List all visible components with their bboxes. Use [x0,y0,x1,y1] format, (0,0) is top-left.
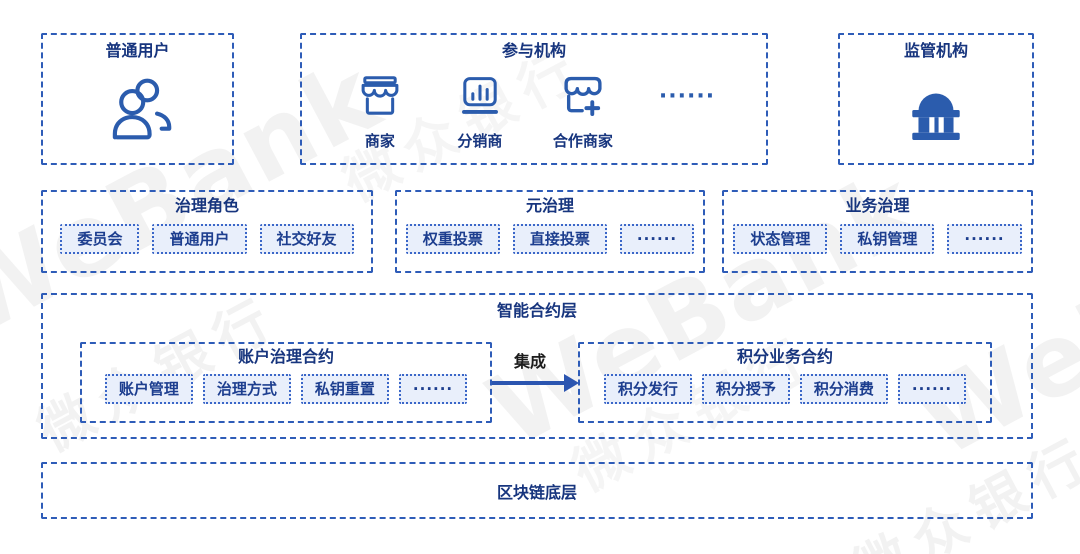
chip-points-consumption: 积分消费 [799,374,888,404]
account-governance-contract-title: 账户治理合约 [237,347,334,366]
merchant-item: 商家 [353,71,407,151]
chip-private-key-management: 私钥管理 [840,224,935,254]
participants-title: 参与机构 [501,41,566,60]
regulator-box: 监管机构 [838,33,1034,165]
chip-private-key-reset: 私钥重置 [300,374,389,404]
points-business-contract-box: 积分业务合约 积分发行 积分授予 积分消费 ······ [578,342,992,423]
users-icon [101,72,175,146]
chip-governance-method: 治理方式 [202,374,291,404]
smart-contract-layer-title: 智能合约层 [496,301,577,320]
merchant-label: 商家 [364,132,395,150]
meta-governance-box: 元治理 权重投票 直接投票 ······ [395,190,705,273]
integration-label: 集成 [513,352,546,371]
distributor-item: 分销商 [453,71,507,151]
chip-ellipsis: ······ [619,224,695,254]
participants-box: 参与机构 商家 [300,33,768,165]
chip-points-issuance: 积分发行 [603,374,692,404]
governance-roles-box: 治理角色 委员会 普通用户 社交好友 [41,190,373,273]
storefront-plus-icon [556,71,610,125]
chip-points-grant: 积分授予 [701,374,790,404]
partner-merchant-label: 合作商家 [552,132,613,150]
partner-merchant-item: 合作商家 [553,71,613,151]
blockchain-layer-box: 区块链底层 [41,462,1033,519]
points-business-contract-title: 积分业务合约 [736,347,833,366]
smart-contract-layer-box: 智能合约层 [41,293,1033,439]
bank-icon [903,76,969,142]
ordinary-users-box: 普通用户 [41,33,234,165]
chip-committee: 委员会 [60,224,140,254]
chip-ellipsis: ······ [947,224,1022,254]
chip-state-management: 状态管理 [733,224,828,254]
chip-ellipsis: ······ [398,374,468,404]
chip-weighted-voting: 权重投票 [405,224,500,254]
blockchain-layer-title: 区块链底层 [496,482,577,502]
storefront-icon [353,71,407,125]
distributor-label: 分销商 [457,132,503,150]
business-governance-title: 业务治理 [845,196,910,215]
chip-ordinary-user: 普通用户 [152,224,247,254]
chip-direct-voting: 直接投票 [512,224,607,254]
participants-ellipsis: ······ [658,83,716,109]
integration-arrow-head [564,374,579,392]
chip-account-management: 账户管理 [104,374,193,404]
integration-arrow-line [492,381,566,385]
meta-governance-title: 元治理 [525,196,574,215]
account-governance-contract-box: 账户治理合约 账户管理 治理方式 私钥重置 ······ [80,342,492,423]
chart-icon [453,71,507,125]
chip-social-friends: 社交好友 [259,224,354,254]
governance-roles-title: 治理角色 [174,196,239,215]
ordinary-users-title: 普通用户 [105,41,170,60]
regulator-title: 监管机构 [903,41,968,60]
chip-ellipsis: ······ [897,374,967,404]
business-governance-box: 业务治理 状态管理 私钥管理 ······ [722,190,1033,273]
